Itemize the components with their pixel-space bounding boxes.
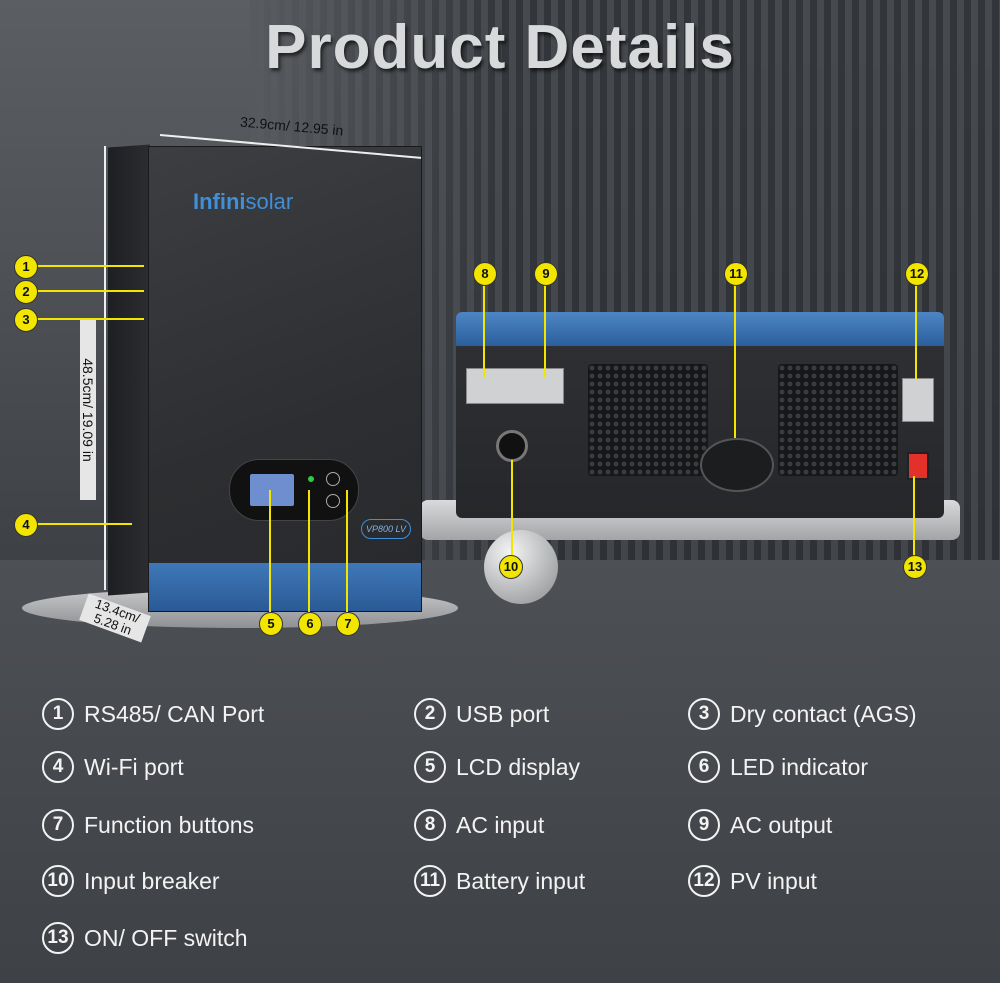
legend-item: 5 LCD display bbox=[414, 751, 580, 783]
marker-5: 5 bbox=[259, 612, 283, 636]
marker-13: 13 bbox=[903, 555, 927, 579]
callout-line bbox=[483, 282, 485, 378]
legend-number: 6 bbox=[688, 751, 720, 783]
marker-8: 8 bbox=[473, 262, 497, 286]
callout-line bbox=[36, 318, 144, 320]
legend-item: 13 ON/ OFF switch bbox=[42, 922, 248, 954]
legend-label: Input breaker bbox=[84, 867, 220, 894]
legend-number: 9 bbox=[688, 809, 720, 841]
pv-terminal-block bbox=[902, 378, 934, 422]
legend-number: 3 bbox=[688, 698, 720, 730]
legend-number: 5 bbox=[414, 751, 446, 783]
control-panel bbox=[229, 459, 359, 521]
callout-line bbox=[913, 476, 915, 556]
inverter-front: Infinisolar VP800 LV bbox=[148, 146, 422, 612]
vent-right bbox=[778, 364, 898, 476]
marker-1: 1 bbox=[14, 255, 38, 279]
function-button-icon bbox=[326, 494, 340, 508]
legend-label: Battery input bbox=[456, 867, 586, 894]
legend-item: 11 Battery input bbox=[414, 865, 585, 897]
legend-number: 10 bbox=[42, 865, 74, 897]
callout-line bbox=[269, 490, 271, 612]
legend-number: 1 bbox=[42, 698, 74, 730]
legend-item: 6 LED indicator bbox=[688, 751, 868, 783]
legend: 1 RS485/ CAN Port 2 USB port 3 Dry conta… bbox=[0, 690, 1000, 983]
marker-10: 10 bbox=[499, 555, 523, 579]
bottom-view-top-stripe bbox=[456, 312, 944, 346]
legend-label: RS485/ CAN Port bbox=[84, 700, 265, 727]
legend-item: 3 Dry contact (AGS) bbox=[688, 698, 917, 730]
legend-item: 1 RS485/ CAN Port bbox=[42, 698, 264, 730]
page-title: Product Details bbox=[265, 13, 735, 82]
legend-number: 11 bbox=[414, 865, 446, 897]
marker-2: 2 bbox=[14, 280, 38, 304]
callout-line bbox=[915, 282, 917, 380]
legend-item: 2 USB port bbox=[414, 698, 549, 730]
legend-number: 13 bbox=[42, 922, 74, 954]
inverter-base-stripe bbox=[149, 563, 421, 611]
marker-9: 9 bbox=[534, 262, 558, 286]
ac-terminal-block bbox=[466, 368, 564, 404]
model-badge: VP800 LV bbox=[361, 519, 411, 539]
legend-item: 12 PV input bbox=[688, 865, 817, 897]
callout-line bbox=[308, 490, 310, 612]
marker-6: 6 bbox=[298, 612, 322, 636]
legend-item: 4 Wi-Fi port bbox=[42, 751, 184, 783]
height-dimension-line bbox=[104, 146, 106, 590]
legend-number: 2 bbox=[414, 698, 446, 730]
inverter-bottom-view bbox=[456, 312, 944, 518]
brand-logo: Infinisolar bbox=[193, 189, 294, 214]
lcd-screen bbox=[250, 474, 294, 506]
callout-line bbox=[36, 523, 132, 525]
legend-item: 9 AC output bbox=[688, 809, 832, 841]
power-switch-icon bbox=[907, 452, 929, 480]
legend-item: 8 AC input bbox=[414, 809, 544, 841]
legend-label: Dry contact (AGS) bbox=[730, 700, 917, 727]
height-dimension-label: 48.5cm/ 19.09 in bbox=[80, 320, 96, 500]
led-indicator-icon bbox=[308, 476, 314, 482]
legend-label: Function buttons bbox=[84, 811, 255, 838]
input-breaker-icon bbox=[496, 430, 528, 462]
callout-line bbox=[544, 282, 546, 378]
floor bbox=[0, 560, 1000, 983]
legend-number: 8 bbox=[414, 809, 446, 841]
legend-item: 10 Input breaker bbox=[42, 865, 220, 897]
legend-label: AC output bbox=[730, 811, 833, 838]
legend-label: ON/ OFF switch bbox=[84, 924, 248, 951]
legend-number: 4 bbox=[42, 751, 74, 783]
marker-7: 7 bbox=[336, 612, 360, 636]
marker-11: 11 bbox=[724, 262, 748, 286]
callout-line bbox=[511, 460, 513, 556]
legend-number: 12 bbox=[688, 865, 720, 897]
marker-4: 4 bbox=[14, 513, 38, 537]
legend-label: PV input bbox=[730, 867, 817, 894]
marker-3: 3 bbox=[14, 308, 38, 332]
legend-label: LED indicator bbox=[730, 753, 869, 780]
vent-left bbox=[588, 364, 708, 476]
legend-number: 7 bbox=[42, 809, 74, 841]
legend-label: LCD display bbox=[456, 753, 580, 780]
legend-label: USB port bbox=[456, 700, 550, 727]
legend-label: AC input bbox=[456, 811, 545, 838]
callout-line bbox=[346, 490, 348, 612]
inverter-side bbox=[108, 144, 150, 596]
legend-label: Wi-Fi port bbox=[84, 753, 184, 780]
marker-12: 12 bbox=[905, 262, 929, 286]
callout-line bbox=[734, 282, 736, 438]
legend-item: 7 Function buttons bbox=[42, 809, 254, 841]
callout-line bbox=[36, 290, 144, 292]
battery-cable-gland bbox=[700, 438, 774, 492]
callout-line bbox=[36, 265, 144, 267]
function-button-icon bbox=[326, 472, 340, 486]
